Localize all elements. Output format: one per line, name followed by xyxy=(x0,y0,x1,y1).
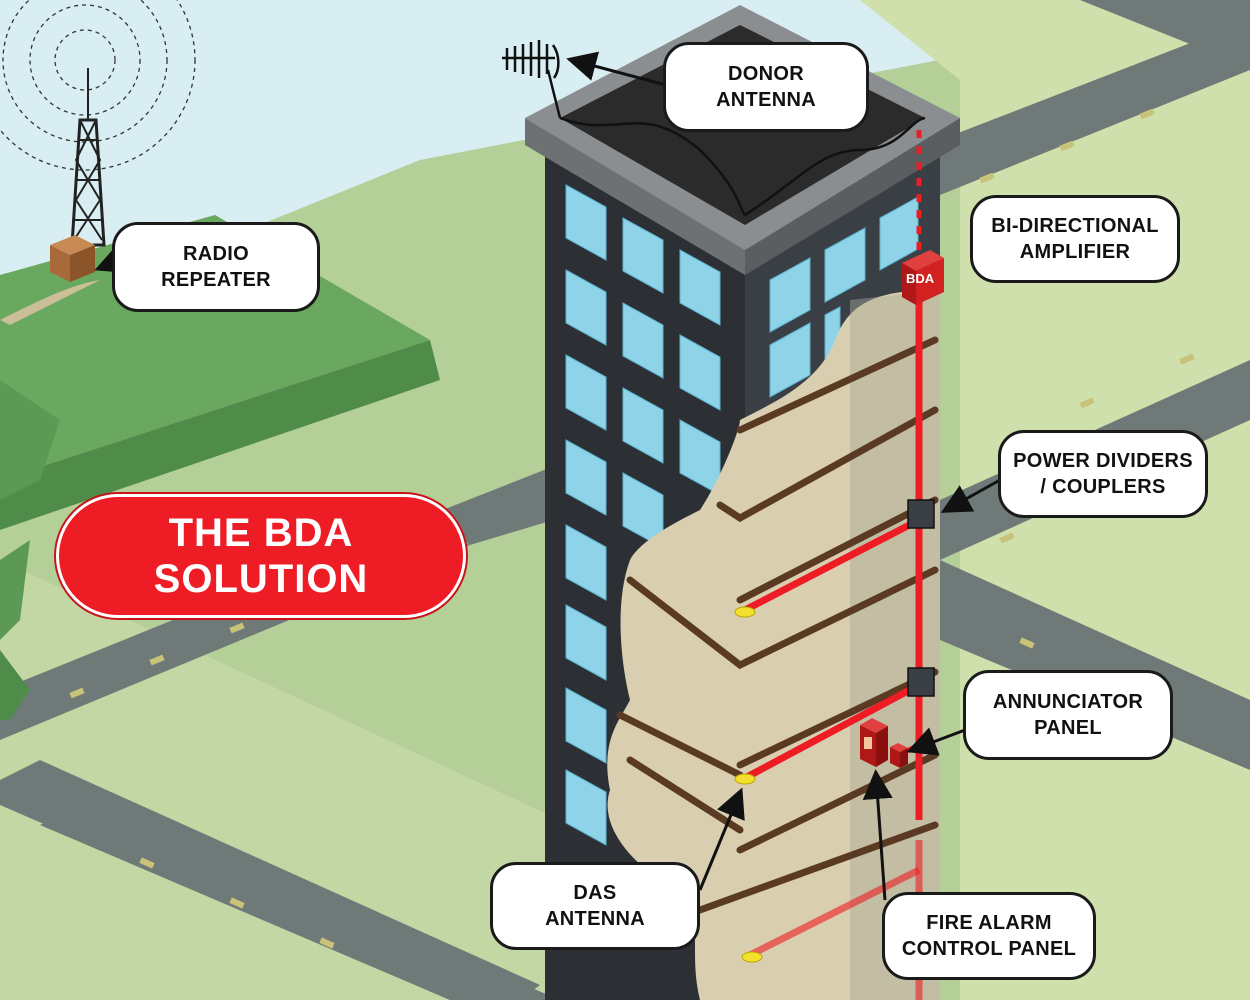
fire-alarm-panel xyxy=(860,718,888,767)
coupler-boxes xyxy=(907,499,935,697)
annunciator-panel-callout: ANNUNCIATOR PANEL xyxy=(963,670,1173,760)
donor-antenna xyxy=(502,40,562,119)
front-windows xyxy=(565,184,721,846)
radio-repeater-callout: RADIO REPEATER xyxy=(112,222,320,312)
radio-tower xyxy=(70,68,106,247)
fire-alarm-control-panel-callout: FIRE ALARM CONTROL PANEL xyxy=(882,892,1096,980)
page-title: THE BDA SOLUTION xyxy=(56,494,466,618)
bi-directional-amplifier-callout: BI-DIRECTIONAL AMPLIFIER xyxy=(970,195,1180,283)
side-windows xyxy=(769,196,919,398)
bda-unit: BDA xyxy=(902,250,944,305)
hill xyxy=(0,215,440,720)
das-antennas xyxy=(734,606,763,963)
bda-box-label: BDA xyxy=(906,271,935,286)
power-dividers-callout: POWER DIVIDERS / COUPLERS xyxy=(998,430,1208,518)
repeater-hut xyxy=(50,235,95,282)
floor-slabs xyxy=(616,336,939,914)
donor-antenna-callout: DONOR ANTENNA xyxy=(663,42,869,132)
das-antenna-callout: DAS ANTENNA xyxy=(490,862,700,950)
annunciator-panel-device xyxy=(890,743,908,768)
